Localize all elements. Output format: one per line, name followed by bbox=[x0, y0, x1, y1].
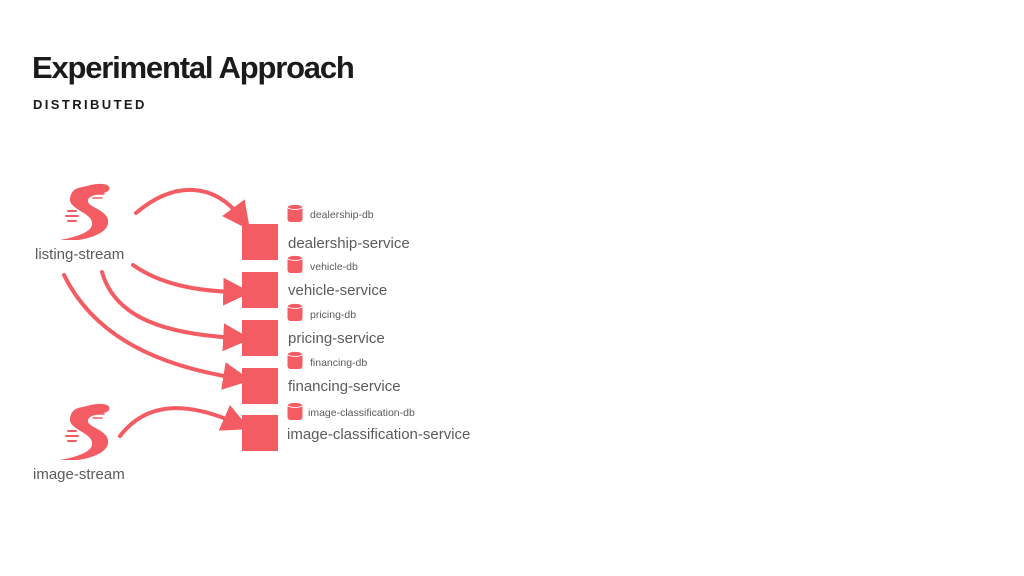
arrow-listing-to-pricing bbox=[100, 270, 252, 352]
arrow-listing-to-vehicle bbox=[131, 263, 252, 306]
database-icon bbox=[287, 255, 303, 273]
pricing-db-label: pricing-db bbox=[310, 309, 356, 321]
image-classification-service-label: image-classification-service bbox=[287, 426, 470, 443]
vehicle-service-label: vehicle-service bbox=[288, 282, 387, 299]
arrow-listing-to-financing bbox=[62, 273, 252, 390]
database-icon bbox=[287, 204, 303, 222]
database-icon bbox=[287, 402, 303, 420]
financing-service-label: financing-service bbox=[288, 378, 401, 395]
image-classification-db-label: image-classification-db bbox=[308, 407, 415, 419]
image-classification-service-box bbox=[242, 415, 278, 451]
dealership-service-box bbox=[242, 224, 278, 260]
pricing-service-box bbox=[242, 320, 278, 356]
database-icon bbox=[287, 303, 303, 321]
image-stream-icon bbox=[60, 403, 110, 460]
listing-stream-icon bbox=[60, 183, 110, 240]
pricing-service-label: pricing-service bbox=[288, 330, 385, 347]
dealership-service-label: dealership-service bbox=[288, 235, 410, 252]
dealership-db-label: dealership-db bbox=[310, 209, 374, 221]
financing-service-box bbox=[242, 368, 278, 404]
slide-title: Experimental Approach bbox=[32, 50, 355, 85]
arrow-image-to-image-classification bbox=[118, 405, 250, 438]
listing-stream-label: listing-stream bbox=[35, 246, 124, 263]
slide-subtitle: DISTRIBUTED bbox=[33, 97, 147, 112]
database-icon bbox=[287, 351, 303, 369]
vehicle-service-box bbox=[242, 272, 278, 308]
arrow-listing-to-dealership bbox=[134, 188, 251, 231]
vehicle-db-label: vehicle-db bbox=[310, 261, 358, 273]
image-stream-label: image-stream bbox=[33, 466, 125, 483]
financing-db-label: financing-db bbox=[310, 357, 367, 369]
